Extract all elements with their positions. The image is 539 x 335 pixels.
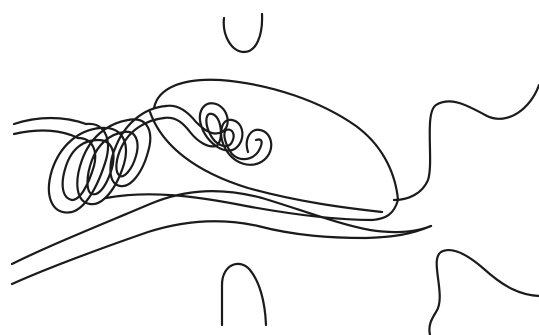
pod-upper-outline	[154, 80, 398, 200]
top-u-outline	[224, 14, 262, 52]
left-strand-outer	[14, 118, 86, 124]
right-lower-wavy-outline	[429, 250, 539, 335]
pod-lower-outline	[106, 194, 398, 220]
bottom-arch-outline	[222, 264, 266, 325]
left-strand-inner	[14, 131, 78, 138]
right-wavy-outline	[394, 85, 539, 200]
